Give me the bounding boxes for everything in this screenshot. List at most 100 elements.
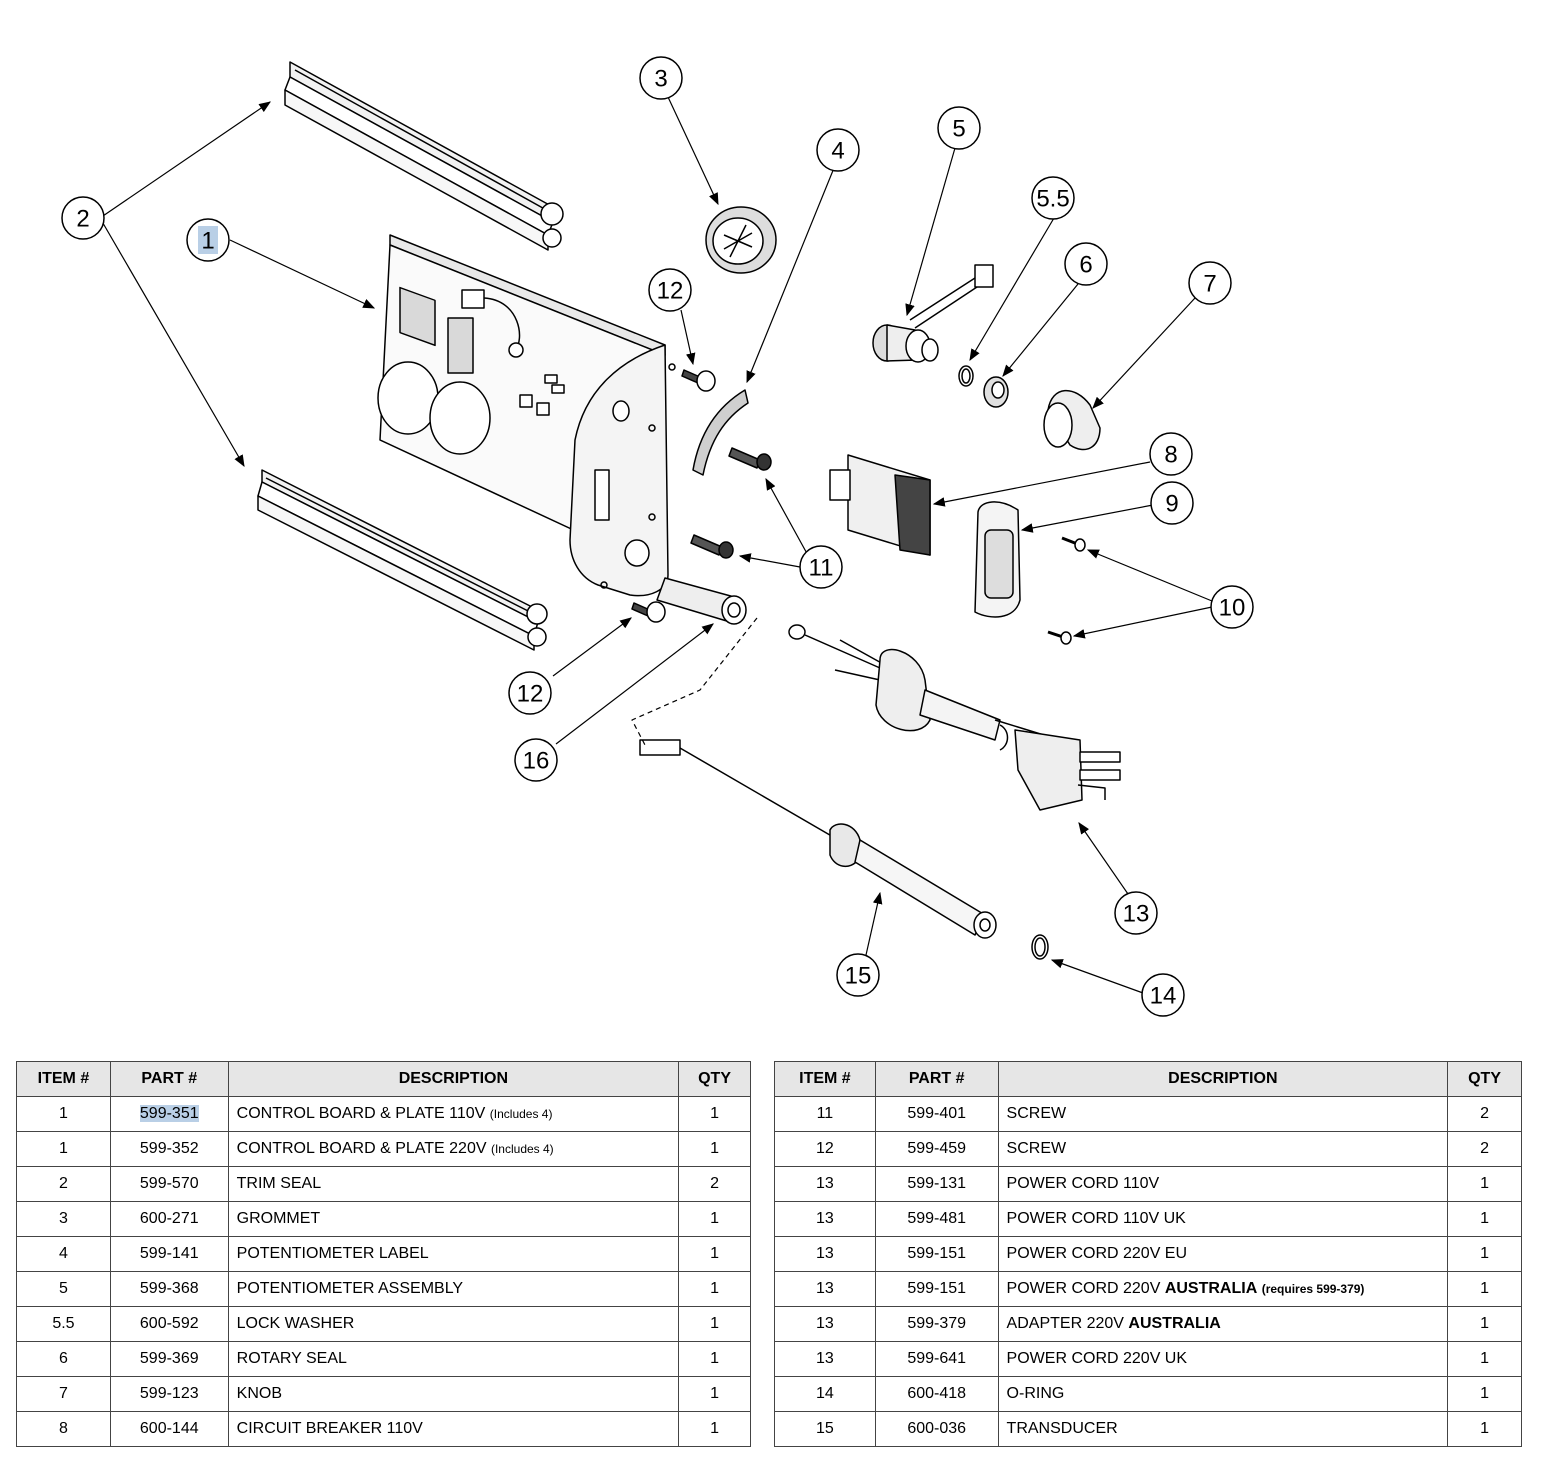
callout-16: 16	[523, 748, 550, 775]
cell-part: 600-271	[109, 1201, 229, 1237]
cell-qty: 1	[678, 1271, 751, 1307]
table-row: 13 599-641 POWER CORD 220V UK 1	[774, 1341, 1522, 1377]
table-row: 11 599-401 SCREW 2	[774, 1096, 1522, 1132]
callout-5-5: 5.5	[1036, 186, 1069, 213]
cell-description: POTENTIOMETER LABEL	[227, 1236, 680, 1272]
callout-1: 1	[201, 228, 214, 255]
cell-item: 4	[16, 1236, 111, 1272]
leader-11-upper	[765, 477, 811, 560]
description-note: (Includes 4)	[489, 1107, 553, 1121]
table-row: 13 599-151 POWER CORD 220V EU 1	[774, 1236, 1522, 1272]
cell-item: 12	[774, 1131, 876, 1167]
cell-qty: 1	[1447, 1271, 1522, 1307]
cell-part: 599-379	[874, 1306, 999, 1342]
cell-qty: 1	[678, 1411, 751, 1447]
screw-11-upper	[728, 447, 772, 471]
cell-qty: 1	[1447, 1201, 1522, 1237]
cell-description: POTENTIOMETER ASSEMBLY	[227, 1271, 680, 1307]
leader-7	[1092, 297, 1196, 409]
table-row: 5 599-368 POTENTIOMETER ASSEMBLY 1	[16, 1271, 751, 1307]
grommet	[705, 206, 777, 274]
breaker-boot	[974, 501, 1021, 618]
callout-12-lower: 12	[517, 681, 544, 708]
cell-qty: 1	[1447, 1376, 1522, 1412]
screw-10-upper	[1061, 536, 1086, 552]
parts-table-right: ITEM # PART # DESCRIPTION QTY 11 599-401…	[774, 1061, 1522, 1447]
screw-12-lower	[631, 601, 666, 623]
description-note: (requires 599-379)	[1261, 1282, 1365, 1296]
table-row: 13 599-131 POWER CORD 110V 1	[774, 1166, 1522, 1202]
trim-seal-top	[284, 61, 564, 251]
header-qty: QTY	[1447, 1061, 1522, 1097]
table-row: 3 600-271 GROMMET 1	[16, 1201, 751, 1237]
cell-qty: 2	[1447, 1096, 1522, 1132]
cell-part: 599-151	[874, 1271, 999, 1307]
cell-description: LOCK WASHER	[227, 1306, 680, 1342]
table-header-row: ITEM # PART # DESCRIPTION QTY	[774, 1061, 1522, 1097]
header-part: PART #	[874, 1061, 999, 1097]
cell-qty: 1	[678, 1341, 751, 1377]
cell-part: 599-151	[874, 1236, 999, 1272]
table-row: 1 599-351 CONTROL BOARD & PLATE 110V (In…	[16, 1096, 751, 1132]
leader-55	[969, 217, 1055, 362]
cell-qty: 1	[678, 1376, 751, 1412]
leader-8	[932, 461, 1151, 507]
cell-part: 599-459	[874, 1131, 999, 1167]
table-row: 15 600-036 TRANSDUCER 1	[774, 1411, 1522, 1447]
table-row: 5.5 600-592 LOCK WASHER 1	[16, 1306, 751, 1342]
callout-3: 3	[654, 66, 667, 93]
cell-description: GROMMET	[227, 1201, 680, 1237]
header-item: ITEM #	[16, 1061, 111, 1097]
table-row: 14 600-418 O-RING 1	[774, 1376, 1522, 1412]
table-row: 7 599-123 KNOB 1	[16, 1376, 751, 1412]
header-item: ITEM #	[774, 1061, 876, 1097]
cell-part: 600-144	[109, 1411, 229, 1447]
callout-7: 7	[1203, 271, 1216, 298]
knob	[1043, 389, 1101, 451]
cell-item: 13	[774, 1306, 876, 1342]
power-cord	[788, 624, 1121, 811]
cell-description: TRIM SEAL	[227, 1166, 680, 1202]
cell-item: 1	[16, 1096, 111, 1132]
cell-qty: 1	[678, 1131, 751, 1167]
cell-description: POWER CORD 220V EU	[997, 1236, 1449, 1272]
description-text: POWER CORD 220V	[1006, 1280, 1161, 1297]
leader-4	[746, 167, 835, 384]
cell-qty: 1	[1447, 1341, 1522, 1377]
cell-description: CONTROL BOARD & PLATE 220V (Includes 4)	[227, 1131, 680, 1167]
description-text: CONTROL BOARD & PLATE 220V	[236, 1140, 487, 1157]
description-bold: AUSTRALIA	[1128, 1315, 1221, 1332]
callout-2: 2	[76, 206, 89, 233]
cell-item: 11	[774, 1096, 876, 1132]
leader-2-top	[99, 101, 271, 219]
cell-description: O-RING	[997, 1376, 1449, 1412]
cell-part: 599-141	[109, 1236, 229, 1272]
leader-1	[229, 239, 376, 309]
cell-item: 6	[16, 1341, 111, 1377]
table-row: 13 599-151 POWER CORD 220V AUSTRALIA (re…	[774, 1271, 1522, 1307]
parts-table-left: ITEM # PART # DESCRIPTION QTY 1 599-351 …	[16, 1061, 751, 1447]
cell-qty: 2	[1447, 1131, 1522, 1167]
cell-description: SCREW	[997, 1131, 1449, 1167]
trim-seal-bottom	[257, 469, 548, 651]
callout-12-upper: 12	[657, 278, 684, 305]
cell-item: 14	[774, 1376, 876, 1412]
cell-description: TRANSDUCER	[997, 1411, 1449, 1447]
table-header-row: ITEM # PART # DESCRIPTION QTY	[16, 1061, 751, 1097]
leader-13	[1078, 822, 1129, 895]
cell-part: 599-369	[109, 1341, 229, 1377]
leader-15	[865, 891, 883, 956]
cell-description: CIRCUIT BREAKER 110V	[227, 1411, 680, 1447]
leader-11-lower	[738, 553, 801, 568]
exploded-parts-diagram: 2 1 3 4 5 5.5 6 7 8 9 10 11 12 12 13 14 …	[61, 56, 1254, 1017]
cell-qty: 1	[1447, 1306, 1522, 1342]
callout-15: 15	[845, 963, 872, 990]
cell-part: 600-418	[874, 1376, 999, 1412]
leader-14	[1050, 959, 1144, 994]
cell-item: 5.5	[16, 1306, 111, 1342]
cell-part: 599-401	[874, 1096, 999, 1132]
cell-item: 13	[774, 1236, 876, 1272]
leader-10-lower	[1072, 606, 1213, 639]
cell-item: 13	[774, 1166, 876, 1202]
callout-11: 11	[809, 555, 834, 582]
